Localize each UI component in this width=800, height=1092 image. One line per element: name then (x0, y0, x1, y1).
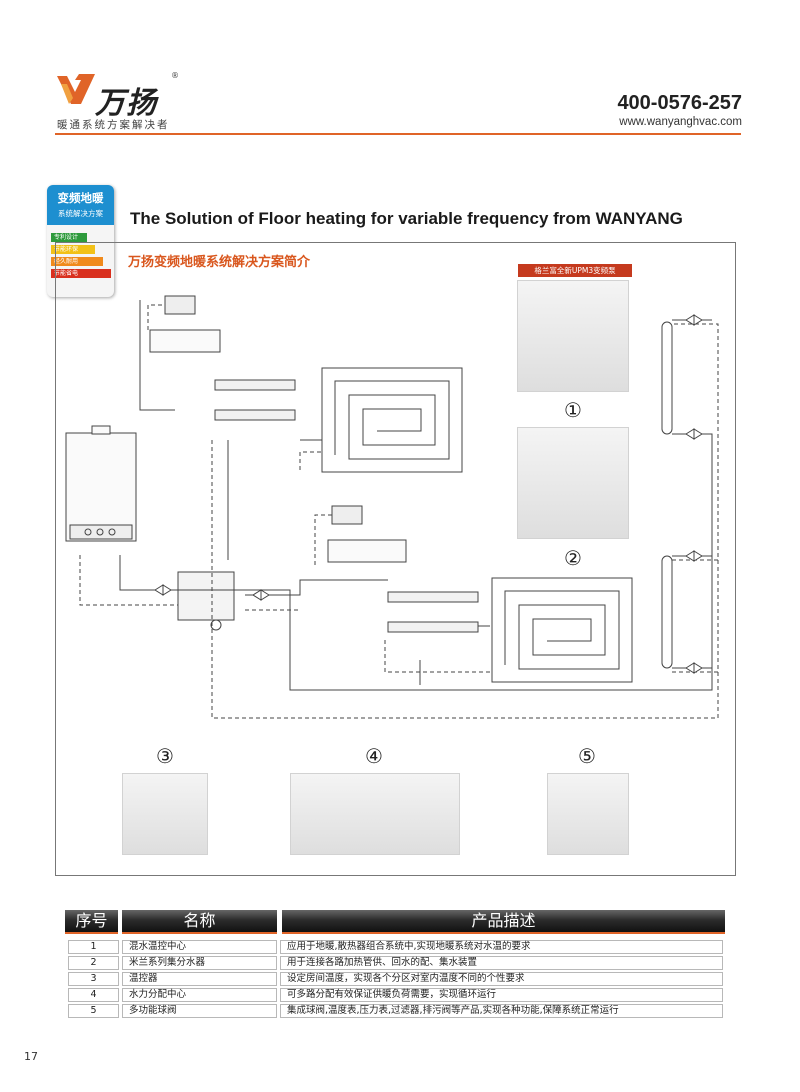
floor-coil-upper (321, 367, 463, 473)
controller-lower (327, 539, 407, 563)
badge-tag-patent: 专利设计 (51, 233, 87, 242)
item-marker-1: ① (564, 398, 582, 422)
heating-schematic (65, 295, 719, 719)
table-header-description: 产品描述 (282, 910, 725, 934)
row-description: 设定房间温度，实现各个分区对室内温度不同的个性要求 (280, 972, 723, 986)
product-photo-thermostat (122, 773, 208, 855)
product-photo-manifold (517, 427, 629, 539)
category-badge: 变频地暖 系统解决方案 专利设计 节能环保 经久耐用 节能省电 (47, 185, 114, 297)
registered-mark: ® (171, 71, 179, 80)
badge-header: 变频地暖 系统解决方案 (47, 185, 114, 225)
diagram-frame (55, 242, 736, 876)
row-name: 温控器 (122, 972, 277, 986)
manifold-lower (387, 591, 479, 603)
table-row: 4 水力分配中心 可多路分配有效保证供暖负荷需要，实现循环运行 (68, 988, 723, 1002)
thermostat-lower (331, 505, 363, 525)
radiator-upper (661, 321, 673, 435)
section-subtitle: 万扬变频地暖系统解决方案简介 (128, 255, 311, 270)
row-number: 2 (68, 956, 119, 970)
row-description: 用于连接各路加热管供、回水的配、集水装置 (280, 956, 723, 970)
thermostat-upper (164, 295, 196, 315)
row-description: 集成球阀,温度表,压力表,过滤器,排污阀等产品,实现各种功能,保障系统正常运行 (280, 1004, 723, 1018)
row-number: 4 (68, 988, 119, 1002)
main-title: The Solution of Floor heating for variab… (130, 209, 683, 228)
badge-title: 变频地暖 (57, 191, 104, 205)
product-table: 1 混水温控中心 应用于地暖,散热器组合系统中,实现地暖系统对水温的要求 2 米… (65, 938, 726, 1020)
table-row: 5 多功能球阀 集成球阀,温度表,压力表,过滤器,排污阀等产品,实现各种功能,保… (68, 1004, 723, 1018)
row-description: 应用于地暖,散热器组合系统中,实现地暖系统对水温的要求 (280, 940, 723, 954)
row-number: 3 (68, 972, 119, 986)
item-marker-2: ② (564, 546, 582, 570)
row-name: 多功能球阀 (122, 1004, 277, 1018)
hotline-number: 400-0576-257 (617, 92, 742, 114)
item-marker-4: ④ (365, 744, 383, 768)
brand-logo-mark (57, 74, 95, 104)
row-name: 混水温控中心 (122, 940, 277, 954)
badge-subtitle: 系统解决方案 (58, 209, 103, 218)
table-row: 2 米兰系列集分水器 用于连接各路加热管供、回水的配、集水装置 (68, 956, 723, 970)
manifold-upper (214, 379, 296, 391)
item-marker-3: ③ (156, 744, 174, 768)
item-marker-5: ⑤ (578, 744, 596, 768)
controller-upper (149, 329, 221, 353)
table-row: 3 温控器 设定房间温度，实现各个分区对室内温度不同的个性要求 (68, 972, 723, 986)
brand-name: 万扬 (95, 86, 157, 121)
radiator-lower (661, 555, 673, 669)
table-row: 1 混水温控中心 应用于地暖,散热器组合系统中,实现地暖系统对水温的要求 (68, 940, 723, 954)
row-description: 可多路分配有效保证供暖负荷需要，实现循环运行 (280, 988, 723, 1002)
badge-tag-durable: 经久耐用 (51, 257, 103, 266)
row-number: 5 (68, 1004, 119, 1018)
product-photo-hydraulic-center (290, 773, 460, 855)
header-divider (55, 133, 741, 135)
hydraulic-separator (177, 571, 235, 621)
page-number: 17 (24, 1050, 38, 1063)
table-header-no: 序号 (65, 910, 118, 934)
product-photo-ball-valve (547, 773, 629, 855)
product-photo-mixing-center (517, 280, 629, 392)
badge-tag-energy: 节能省电 (51, 269, 111, 278)
table-header-name: 名称 (122, 910, 277, 934)
badge-tag-eco: 节能环保 (51, 245, 95, 254)
floor-coil-lower (491, 577, 633, 683)
pump-label: 格兰富全新UPM3变频泵 (518, 264, 632, 277)
brand-tagline: 暖通系统方案解决者 (57, 119, 170, 131)
row-name: 水力分配中心 (122, 988, 277, 1002)
website-link[interactable]: www.wanyanghvac.com (619, 116, 742, 128)
row-name: 米兰系列集分水器 (122, 956, 277, 970)
row-number: 1 (68, 940, 119, 954)
